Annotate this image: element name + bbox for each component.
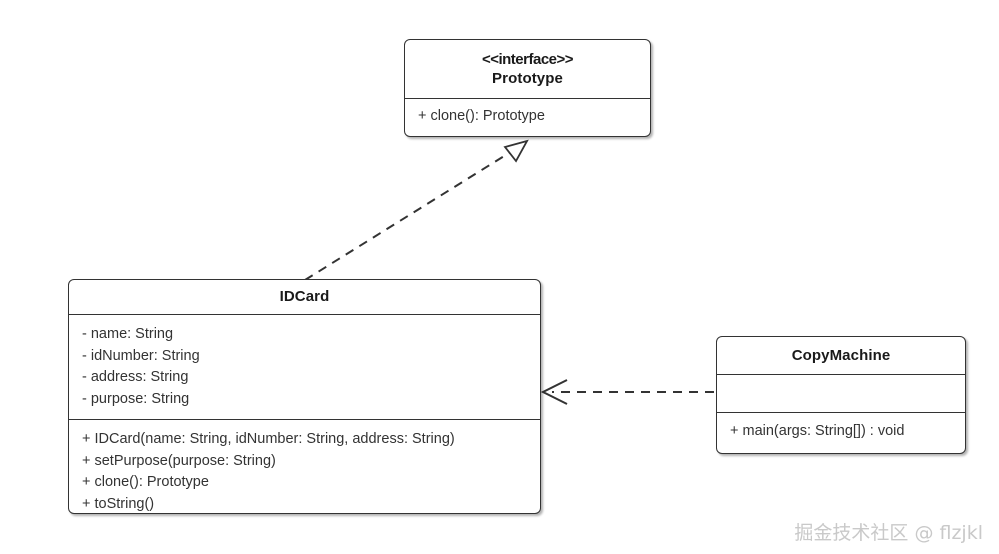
hollow-triangle-arrowhead-icon <box>503 139 529 163</box>
class-name: IDCard <box>279 288 330 305</box>
class-box-copymachine[interactable]: CopyMachine + main(args: String[]) : voi… <box>716 336 966 454</box>
class-title-copymachine: CopyMachine <box>717 337 965 374</box>
method-item: + IDCard(name: String, idNumber: String,… <box>82 431 455 447</box>
attribute-list: - name: String - idNumber: String - addr… <box>82 324 540 410</box>
method-item: + setPurpose(purpose: String) <box>82 452 276 469</box>
open-arrowhead-icon <box>540 379 568 405</box>
realization-line <box>304 152 510 281</box>
class-attributes-idcard: - name: String - idNumber: String - addr… <box>69 314 540 419</box>
dependency-copymachine-to-idcard <box>540 379 714 405</box>
attribute-item: - name: String <box>82 326 174 342</box>
method-list: + main(args: String[]) : void <box>730 421 965 443</box>
method-item: + clone(): Prototype <box>82 474 209 490</box>
class-stereotype: <<interface>> <box>481 51 574 68</box>
class-methods-copymachine: + main(args: String[]) : void <box>717 412 965 453</box>
class-name: Prototype <box>492 70 563 87</box>
method-list: + IDCard(name: String, idNumber: String,… <box>82 429 540 515</box>
realization-idcard-to-prototype <box>304 139 529 281</box>
class-title-prototype: <<interface>> Prototype <box>405 40 650 98</box>
attribute-item: - address: String <box>82 369 189 385</box>
method-item: + clone(): Prototype <box>418 108 545 124</box>
class-box-idcard[interactable]: IDCard - name: String - idNumber: String… <box>68 279 541 514</box>
class-title-idcard: IDCard <box>69 280 540 314</box>
method-item: + toString() <box>82 495 155 512</box>
class-attributes-copymachine <box>717 374 965 412</box>
method-list: + clone(): Prototype <box>418 106 650 128</box>
class-methods-prototype: + clone(): Prototype <box>405 98 650 136</box>
class-box-prototype[interactable]: <<interface>> Prototype + clone(): Proto… <box>404 39 651 137</box>
class-name: CopyMachine <box>791 347 891 364</box>
watermark-text: 掘金技术社区 @ flzjkl <box>794 522 983 544</box>
class-methods-idcard: + IDCard(name: String, idNumber: String,… <box>69 419 540 513</box>
attribute-item: - purpose: String <box>82 390 190 407</box>
attribute-item: - idNumber: String <box>82 347 200 364</box>
method-item: + main(args: String[]) : void <box>730 423 905 439</box>
